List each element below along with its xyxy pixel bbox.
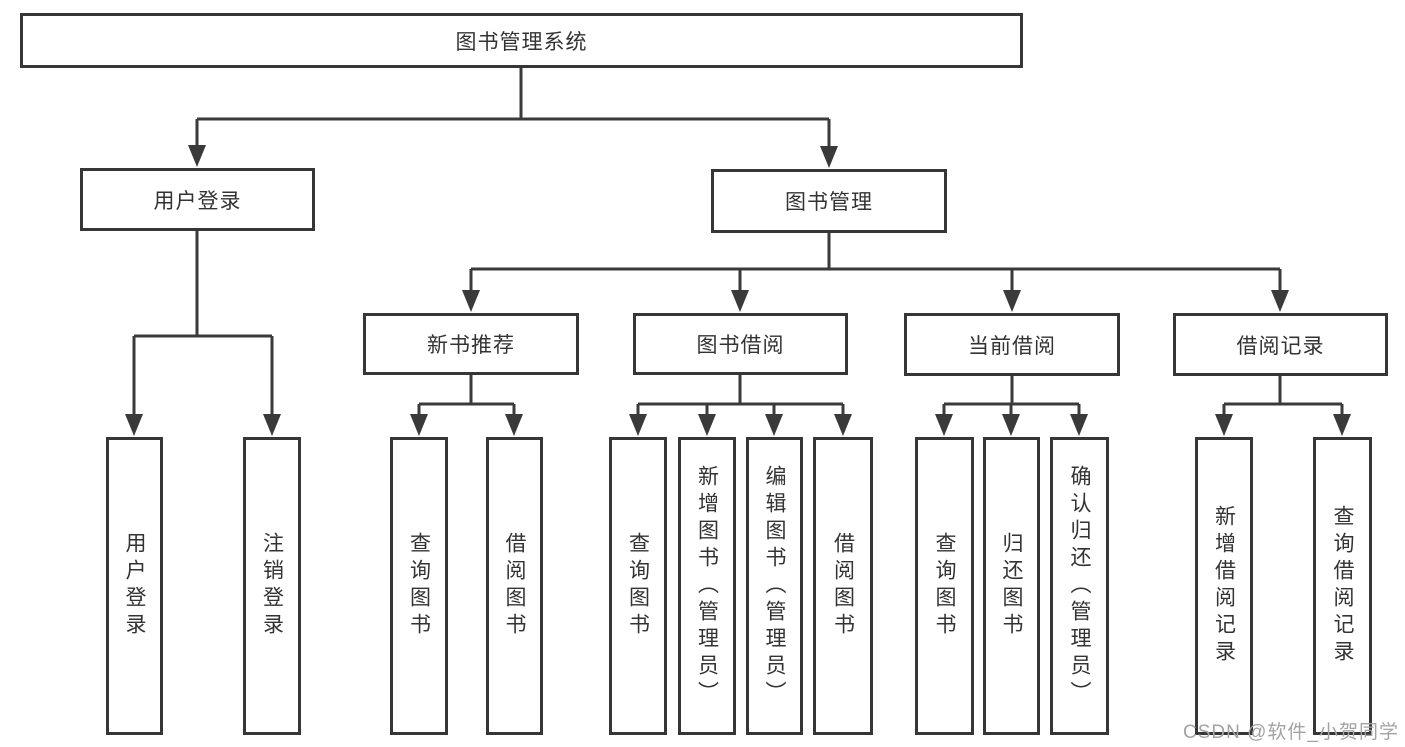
node-user-login: 用户登录 (80, 168, 315, 231)
leaf-query-borrow-record: 查询借阅记录 (1313, 437, 1372, 735)
node-root-library-system: 图书管理系统 (20, 13, 1023, 68)
node-current-borrowing: 当前借阅 (904, 313, 1120, 376)
leaf-add-borrow-record: 新增借阅记录 (1195, 437, 1253, 735)
node-borrowing-records: 借阅记录 (1173, 313, 1388, 376)
leaf-confirm-return-admin: 确认归还（管理员） (1050, 437, 1109, 735)
leaf-borrow-books-borrowing: 借阅图书 (813, 437, 873, 735)
leaf-edit-books-admin: 编辑图书（管理员） (746, 437, 803, 735)
csdn-watermark: CSDN @软件_小贺同学 (1183, 722, 1399, 743)
node-book-borrowing: 图书借阅 (633, 313, 848, 375)
arrowheads (125, 145, 1351, 436)
node-new-book-recommend: 新书推荐 (363, 313, 579, 375)
leaf-query-books-borrowing: 查询图书 (609, 437, 667, 735)
leaf-logout: 注销登录 (243, 437, 301, 735)
leaf-query-books-current: 查询图书 (915, 437, 974, 735)
leaf-borrow-books-recommend: 借阅图书 (486, 437, 543, 735)
node-book-management: 图书管理 (711, 169, 947, 233)
leaf-add-books-admin: 新增图书（管理员） (678, 437, 736, 735)
leaf-query-books-recommend: 查询图书 (390, 437, 448, 735)
leaf-user-login: 用户登录 (106, 437, 163, 735)
leaf-return-books: 归还图书 (983, 437, 1040, 735)
